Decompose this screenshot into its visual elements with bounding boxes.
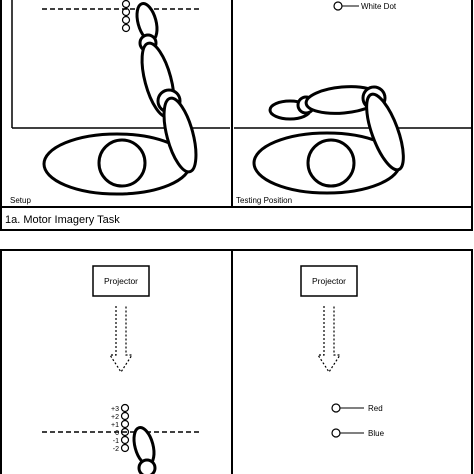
projector-box-left: [92, 265, 150, 297]
testing-upper-arm: [365, 92, 405, 172]
projector-label-left: Projector: [104, 276, 138, 286]
scale-dot: [120, 411, 130, 421]
setup-label: Setup: [10, 196, 31, 205]
setup-scene: [11, 0, 230, 196]
testing-position-label: Testing Position: [236, 196, 292, 205]
panel-b-left: Projector +3 +2 +1 0 -1 -2: [42, 265, 200, 474]
projection-arrow-left: [108, 306, 134, 374]
scale-label: -1: [113, 438, 119, 445]
panel-a-caption: 1a. Motor Imagery Task: [5, 214, 120, 226]
scale-dot: [120, 435, 130, 445]
scale-label: +2: [111, 414, 119, 421]
setup-dot: [121, 7, 131, 17]
scale-label: +3: [111, 406, 119, 413]
blue-dot-label: Blue: [368, 429, 385, 438]
scale-dot: [120, 419, 130, 429]
testing-scene: White Dot: [234, 1, 472, 195]
setup-head: [97, 138, 147, 188]
blue-dot-marker: [331, 428, 341, 438]
projection-arrow-right: [316, 306, 342, 374]
scale-label: -2: [113, 446, 119, 453]
scale-label: 0: [115, 430, 119, 437]
scale-dot: [120, 427, 130, 437]
scale-label: +1: [111, 422, 119, 429]
testing-head: [306, 138, 356, 188]
setup-dot: [121, 15, 131, 25]
red-dot-marker: [331, 403, 341, 413]
scale-dot: [120, 403, 130, 413]
white-dot-label: White Dot: [361, 2, 397, 11]
panel-a-frame: [0, 0, 473, 231]
white-dot-marker: [333, 1, 343, 11]
panel-b-frame: [0, 249, 473, 474]
projector-box-right: [300, 265, 358, 297]
panel-b-wrist: [137, 458, 157, 474]
panel-b-right: Projector Red Blue: [300, 265, 385, 438]
setup-upper-arm: [162, 96, 198, 174]
red-dot-label: Red: [368, 404, 383, 413]
panel-a: White Dot Setup Testing Position 1a. Mot…: [0, 0, 473, 231]
setup-dot: [121, 23, 131, 33]
scale-dot: [120, 443, 130, 453]
setup-dot: [121, 0, 131, 9]
panel-b: Projector +3 +2 +1 0 -1 -2 Projector: [0, 249, 473, 474]
scale-labels: +3 +2 +1 0 -1 -2: [111, 406, 119, 453]
projector-label-right: Projector: [312, 276, 346, 286]
